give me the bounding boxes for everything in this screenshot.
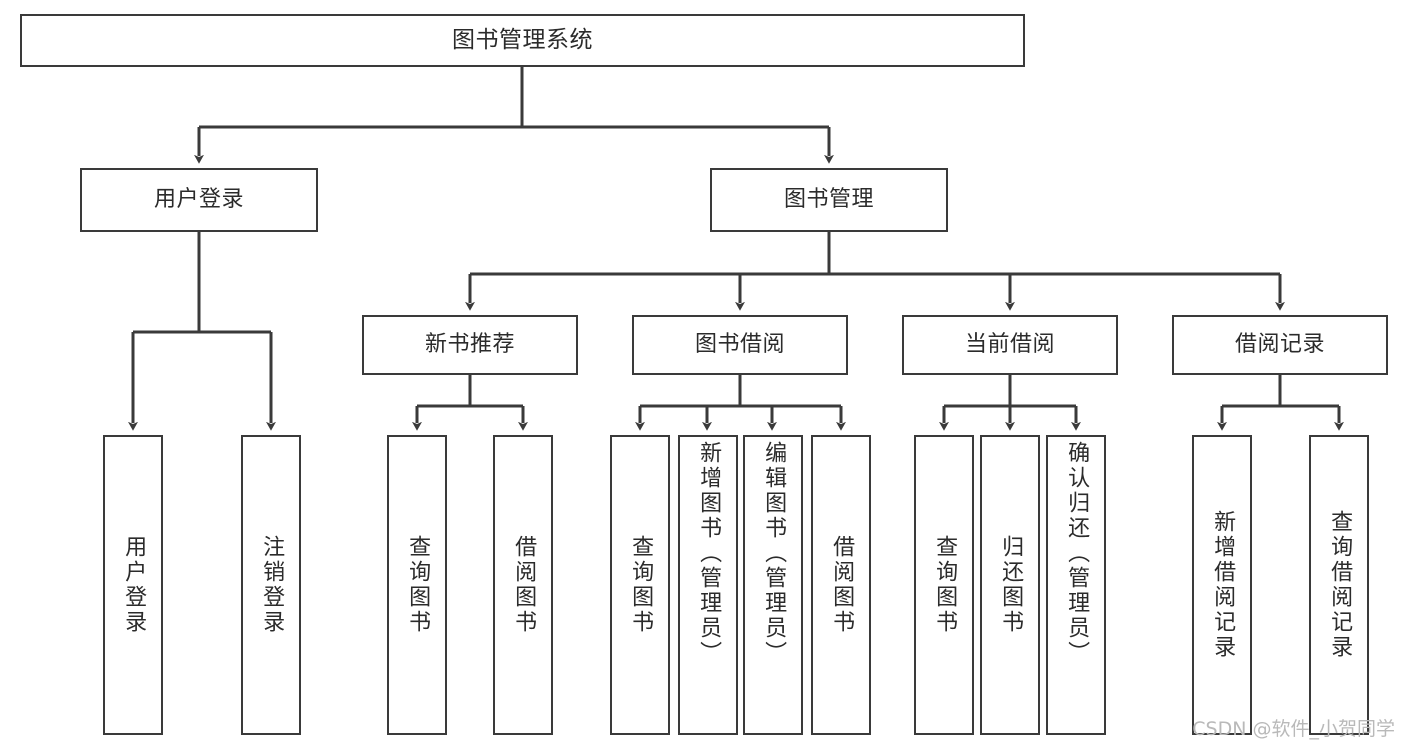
- node-leaf-add-book-label: 新增图书（管理员）: [696, 441, 722, 666]
- node-leaf-borrow-book-2-label: 借阅图书: [829, 535, 855, 635]
- node-leaf-add-book[interactable]: 新增图书（管理员）: [678, 435, 738, 735]
- node-leaf-query-book-3[interactable]: 查询图书: [914, 435, 974, 735]
- node-leaf-query-book-3-label: 查询图书: [932, 535, 958, 635]
- node-leaf-add-record-label: 新增借阅记录: [1210, 510, 1236, 660]
- node-leaf-add-record[interactable]: 新增借阅记录: [1192, 435, 1252, 735]
- node-leaf-borrow-book-2[interactable]: 借阅图书: [811, 435, 871, 735]
- node-leaf-user-login[interactable]: 用户登录: [103, 435, 163, 735]
- node-leaf-edit-book-label: 编辑图书（管理员）: [761, 441, 787, 666]
- node-book-borrow[interactable]: 图书借阅: [632, 315, 848, 375]
- node-user-login[interactable]: 用户登录: [80, 168, 318, 232]
- node-borrow-record-label: 借阅记录: [1234, 332, 1325, 358]
- node-leaf-query-record-label: 查询借阅记录: [1327, 510, 1353, 660]
- node-leaf-user-login-label: 用户登录: [121, 535, 147, 635]
- node-leaf-return-book[interactable]: 归还图书: [980, 435, 1040, 735]
- node-leaf-return-book-label: 归还图书: [998, 535, 1024, 635]
- node-leaf-borrow-book-1[interactable]: 借阅图书: [493, 435, 553, 735]
- node-leaf-borrow-book-1-label: 借阅图书: [511, 535, 537, 635]
- node-leaf-edit-book[interactable]: 编辑图书（管理员）: [743, 435, 803, 735]
- node-root-label: 图书管理系统: [452, 26, 593, 53]
- node-leaf-logout-login-label: 注销登录: [259, 535, 285, 635]
- node-user-login-label: 用户登录: [153, 187, 244, 213]
- node-leaf-query-record[interactable]: 查询借阅记录: [1309, 435, 1369, 735]
- node-book-management[interactable]: 图书管理: [710, 168, 948, 232]
- node-leaf-confirm-return-label: 确认归还（管理员）: [1064, 441, 1090, 666]
- node-leaf-query-book-1[interactable]: 查询图书: [387, 435, 447, 735]
- node-new-book-recommend[interactable]: 新书推荐: [362, 315, 578, 375]
- node-leaf-query-book-2-label: 查询图书: [628, 535, 654, 635]
- node-leaf-query-book-2[interactable]: 查询图书: [610, 435, 670, 735]
- node-leaf-query-book-1-label: 查询图书: [405, 535, 431, 635]
- node-leaf-logout-login[interactable]: 注销登录: [241, 435, 301, 735]
- node-book-management-label: 图书管理: [783, 187, 874, 213]
- node-book-borrow-label: 图书借阅: [694, 332, 785, 358]
- node-current-borrow[interactable]: 当前借阅: [902, 315, 1118, 375]
- node-new-book-recommend-label: 新书推荐: [424, 332, 515, 358]
- node-leaf-confirm-return[interactable]: 确认归还（管理员）: [1046, 435, 1106, 735]
- node-borrow-record[interactable]: 借阅记录: [1172, 315, 1388, 375]
- node-current-borrow-label: 当前借阅: [964, 332, 1055, 358]
- node-root[interactable]: 图书管理系统: [20, 14, 1025, 67]
